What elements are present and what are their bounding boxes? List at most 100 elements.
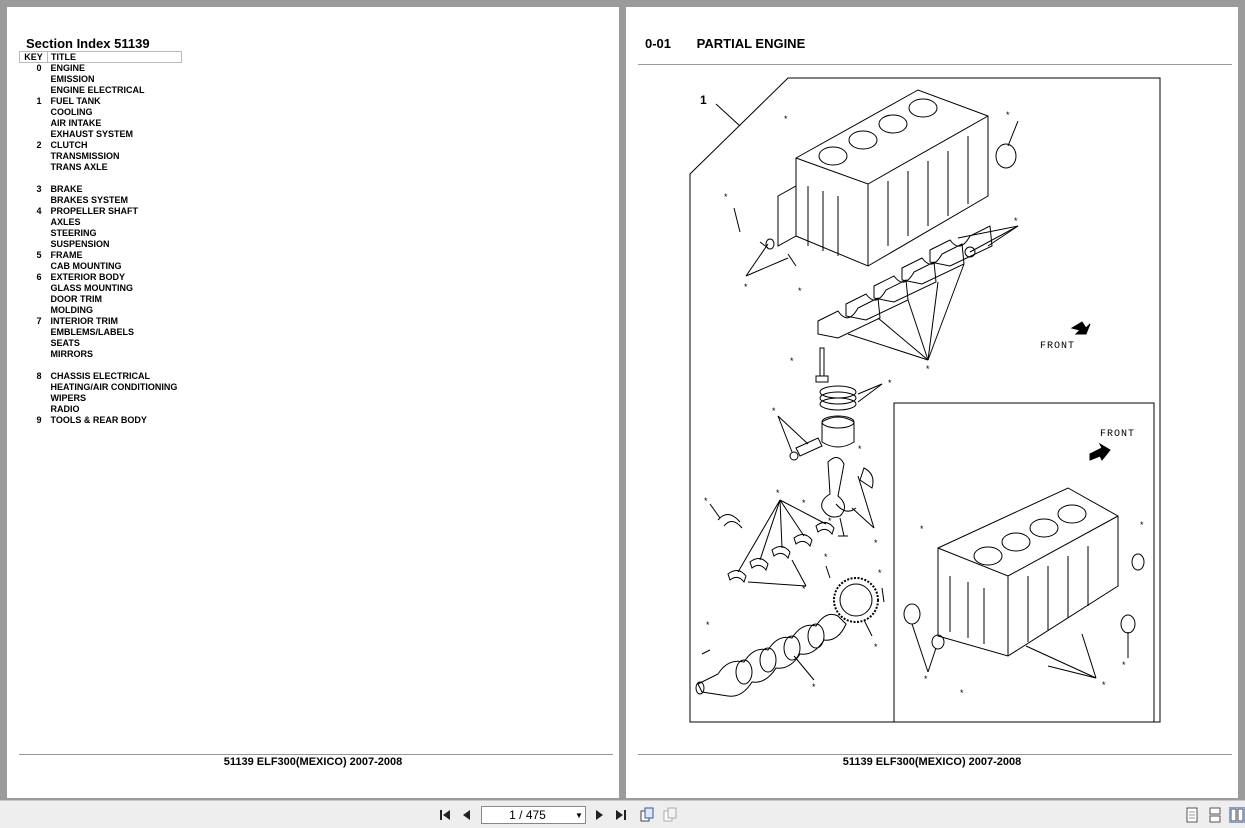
continuous-view-button[interactable]	[1207, 807, 1223, 823]
svg-text:*: *	[824, 552, 828, 562]
row-title[interactable]	[48, 173, 182, 184]
two-page-view-button[interactable]	[1229, 807, 1245, 823]
table-row: STEERING	[20, 228, 182, 239]
row-title[interactable]: TRANSMISSION	[50, 151, 120, 161]
row-key	[20, 327, 48, 338]
cap-bolt	[815, 347, 829, 383]
row-title[interactable]: EMBLEMS/LABELS	[50, 327, 135, 337]
row-title[interactable]: TRANS AXLE	[50, 162, 108, 172]
row-title[interactable]: BRAKES SYSTEM	[50, 195, 129, 205]
table-row: CAB MOUNTING	[20, 261, 182, 272]
main-bearings	[727, 522, 835, 584]
last-page-icon	[616, 810, 626, 820]
front-arrow-upper	[1070, 321, 1091, 335]
right-page: 0-01 PARTIAL ENGINE	[626, 7, 1238, 798]
svg-text:*: *	[1014, 216, 1018, 226]
row-title[interactable]: STEERING	[50, 228, 97, 238]
single-page-view-button[interactable]	[1184, 807, 1200, 823]
prev-page-button[interactable]	[459, 807, 475, 823]
footer-divider	[638, 754, 1232, 755]
cylinder-block-inset	[937, 487, 1119, 657]
row-title[interactable]: EMISSION	[50, 74, 95, 84]
row-title[interactable]: ENGINE ELECTRICAL	[50, 85, 145, 95]
row-title[interactable]: CAB MOUNTING	[50, 261, 122, 271]
section-title: Section Index 51139	[26, 36, 150, 51]
row-title[interactable]: EXHAUST SYSTEM	[50, 129, 134, 139]
svg-text:*: *	[874, 538, 878, 548]
inset-frame	[893, 402, 1155, 723]
row-title[interactable]: CHASSIS ELECTRICAL	[50, 371, 151, 381]
figure-divider	[638, 64, 1232, 65]
row-title[interactable]: CLUTCH	[50, 140, 88, 150]
row-title[interactable]: AXLES	[50, 217, 81, 227]
row-title[interactable]: MOLDING	[50, 305, 94, 315]
table-row: WIPERS	[20, 393, 182, 404]
row-title[interactable]: EXTERIOR BODY	[50, 272, 126, 282]
row-title[interactable]: COOLING	[50, 107, 93, 117]
row-title[interactable]	[48, 360, 182, 371]
row-title[interactable]: ENGINE	[50, 63, 86, 73]
row-title[interactable]: INTERIOR TRIM	[50, 316, 119, 326]
figure-title: 0-01 PARTIAL ENGINE	[645, 36, 805, 51]
chevron-down-icon: ▼	[575, 810, 583, 820]
row-title[interactable]: FUEL TANK	[50, 96, 101, 106]
table-row: EMBLEMS/LABELS	[20, 327, 182, 338]
svg-text:*: *	[798, 286, 802, 296]
row-title[interactable]: AIR INTAKE	[50, 118, 102, 128]
row-key: 8	[36, 371, 42, 381]
page-footer: 51139 ELF300(MEXICO) 2007-2008	[223, 756, 403, 768]
key-column-header: KEY	[19, 51, 48, 63]
copy-button[interactable]	[639, 807, 655, 823]
table-row: SEATS	[20, 338, 182, 349]
row-title[interactable]: HEATING/AIR CONDITIONING	[50, 382, 178, 392]
svg-text:*: *	[1102, 680, 1106, 690]
copy-disabled-button[interactable]	[662, 807, 678, 823]
row-key	[20, 107, 48, 118]
row-title[interactable]: BRAKE	[50, 184, 83, 194]
next-page-button[interactable]	[591, 807, 607, 823]
row-key: 1	[36, 96, 42, 106]
row-key	[20, 305, 48, 316]
row-title[interactable]: SEATS	[50, 338, 80, 348]
row-title[interactable]: DOOR TRIM	[50, 294, 103, 304]
table-row: ENGINE ELECTRICAL	[20, 85, 182, 96]
row-key	[20, 129, 48, 140]
row-key	[20, 228, 48, 239]
connecting-rod	[821, 457, 845, 518]
bearing-caps	[817, 225, 993, 339]
page-indicator: 1 / 475	[509, 808, 546, 822]
table-row: TRANSMISSION	[20, 151, 182, 162]
row-title[interactable]: RADIO	[50, 404, 80, 414]
row-title[interactable]: TOOLS & REAR BODY	[50, 415, 147, 425]
row-title[interactable]: WIPERS	[50, 393, 87, 403]
svg-text:*: *	[1122, 660, 1126, 670]
last-page-button[interactable]	[613, 807, 629, 823]
page-number-select[interactable]: 1 / 475 ▼	[481, 806, 586, 824]
row-title[interactable]: MIRRORS	[50, 349, 94, 359]
callout-number: 1	[700, 93, 707, 107]
row-title[interactable]: GLASS MOUNTING	[50, 283, 134, 293]
svg-text:*: *	[1006, 110, 1010, 120]
svg-text:*: *	[1140, 520, 1144, 530]
row-key	[20, 261, 48, 272]
row-title[interactable]: FRAME	[50, 250, 83, 260]
row-key	[20, 162, 48, 173]
table-row: 8 CHASSIS ELECTRICAL	[20, 371, 182, 382]
first-page-button[interactable]	[437, 807, 453, 823]
row-key	[20, 404, 48, 415]
table-header-row: KEY TITLE	[19, 51, 182, 63]
svg-text:*: *	[772, 406, 776, 416]
figure-number: 0-01	[645, 36, 672, 51]
table-row: HEATING/AIR CONDITIONING	[20, 382, 182, 393]
engine-diagram: * * * * * * * * * * * * * * * * * * * * …	[689, 77, 1161, 723]
row-title[interactable]: SUSPENSION	[50, 239, 110, 249]
title-column-header: TITLE	[47, 51, 182, 63]
table-row: 1 FUEL TANK	[20, 96, 182, 107]
asterisk-markers: * * * * * * * * * * * * * * * * * * * * …	[704, 110, 1144, 698]
row-key	[20, 85, 48, 96]
row-title[interactable]: PROPELLER SHAFT	[50, 206, 139, 216]
